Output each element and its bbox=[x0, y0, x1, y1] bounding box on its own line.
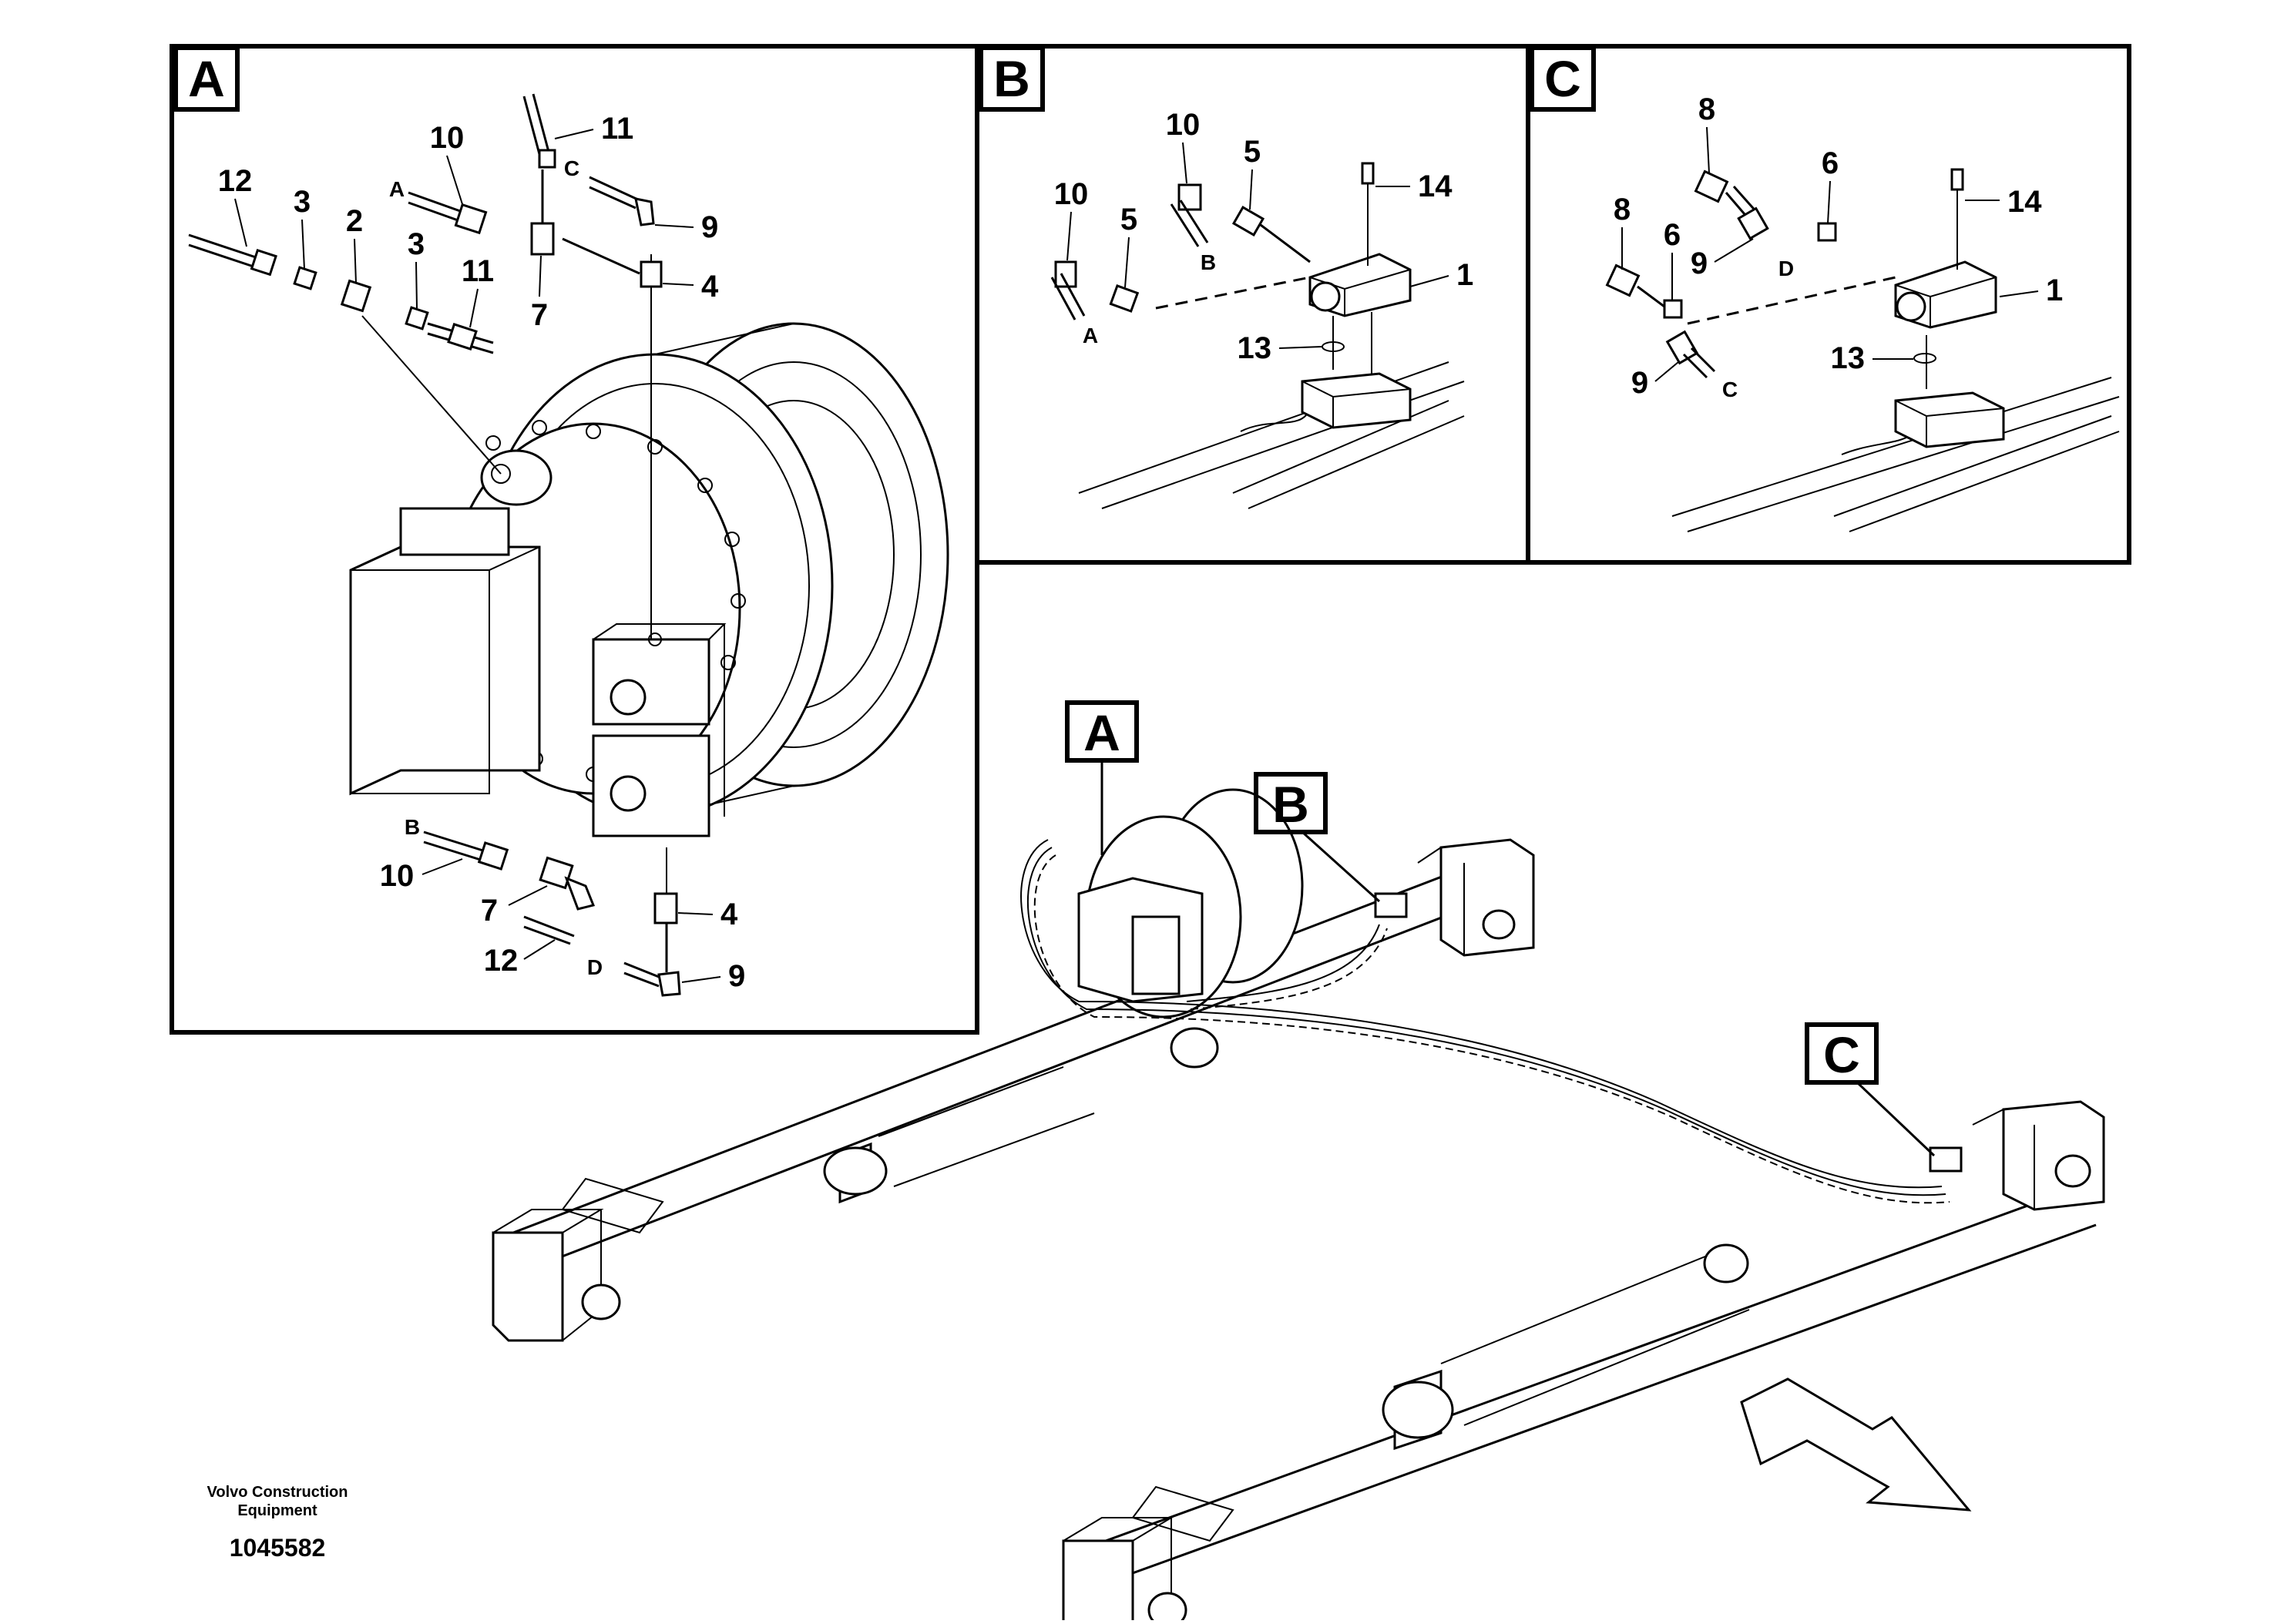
panel-b-drawing bbox=[1050, 162, 1465, 509]
callout-10: 10 bbox=[1166, 108, 1201, 142]
panel-b-callouts: 10 5 10 5 14 1 13 B A bbox=[1054, 108, 1474, 365]
overview-tag-b-box bbox=[1254, 772, 1328, 834]
callout-9: 9 bbox=[1631, 366, 1648, 400]
panel-c-drawing bbox=[1605, 168, 2120, 532]
port-letter-b: B bbox=[405, 815, 420, 839]
lower-fittings bbox=[423, 830, 681, 997]
panel-a-label: A bbox=[188, 50, 225, 107]
callout-10: 10 bbox=[430, 121, 465, 155]
callout-12: 12 bbox=[484, 944, 519, 978]
travel-motor-drawing bbox=[349, 254, 949, 894]
callout-10: 10 bbox=[380, 859, 415, 893]
callout-9: 9 bbox=[728, 959, 745, 993]
callout-1: 1 bbox=[2046, 273, 2063, 307]
port-letter-d: D bbox=[587, 955, 603, 979]
callout-5: 5 bbox=[1120, 203, 1137, 237]
callout-12: 12 bbox=[218, 164, 253, 198]
panel-c-callouts: 8 6 14 8 6 9 1 13 9 D C bbox=[1614, 92, 2063, 401]
port-letter-a: A bbox=[1083, 324, 1098, 347]
port-letter-c: C bbox=[1722, 377, 1738, 401]
detail-panel-b: B 10 5 bbox=[975, 44, 1530, 565]
overview-tag-a: A bbox=[1083, 704, 1120, 761]
panel-a-label-box bbox=[173, 45, 240, 112]
detail-panel-a: A bbox=[170, 44, 979, 1035]
callout-2: 2 bbox=[346, 204, 363, 238]
panel-c-label-box bbox=[1530, 45, 1596, 112]
port-letter-c: C bbox=[564, 156, 579, 180]
callout-13: 13 bbox=[1238, 331, 1272, 365]
undercarriage-overview: A B C bbox=[492, 700, 2105, 1624]
callout-6: 6 bbox=[1664, 218, 1681, 252]
callout-13: 13 bbox=[1831, 341, 1866, 375]
callout-14: 14 bbox=[1418, 169, 1453, 203]
callout-1: 1 bbox=[1456, 258, 1473, 292]
callout-8: 8 bbox=[1614, 193, 1631, 226]
callout-5: 5 bbox=[1244, 135, 1261, 169]
overview-tag-c: C bbox=[1823, 1026, 1860, 1083]
callout-7: 7 bbox=[481, 894, 498, 928]
callout-14: 14 bbox=[2007, 185, 2042, 219]
company-name-line1: Volvo Construction bbox=[207, 1484, 348, 1501]
callout-4: 4 bbox=[720, 898, 738, 931]
callout-9: 9 bbox=[1691, 247, 1708, 280]
callout-10: 10 bbox=[1054, 177, 1089, 211]
detail-panel-c: C 8 6 bbox=[1526, 44, 2131, 565]
port-letter-d: D bbox=[1778, 257, 1794, 280]
callout-6: 6 bbox=[1822, 146, 1839, 180]
callout-8: 8 bbox=[1698, 92, 1715, 126]
drawing-number: 1045582 bbox=[229, 1534, 326, 1562]
panel-b-label-box bbox=[979, 45, 1045, 112]
port-letter-a: A bbox=[389, 177, 405, 201]
callout-11: 11 bbox=[601, 112, 633, 146]
callout-11: 11 bbox=[462, 254, 494, 288]
company-name-line2: Equipment bbox=[237, 1502, 317, 1519]
callout-9: 9 bbox=[701, 210, 718, 244]
direction-arrow bbox=[1740, 1377, 1972, 1512]
overview-tag-b: B bbox=[1272, 776, 1309, 833]
callout-3: 3 bbox=[294, 185, 311, 219]
panel-a-callouts: 12 3 2 3 11 10 11 9 7 4 10 7 12 bbox=[218, 112, 746, 993]
panel-b-label: B bbox=[993, 50, 1030, 107]
callout-7: 7 bbox=[531, 298, 548, 332]
upper-fittings bbox=[188, 93, 663, 354]
panel-c-label: C bbox=[1544, 50, 1581, 107]
overview-tag-c-box bbox=[1805, 1022, 1879, 1085]
port-letter-b: B bbox=[1201, 250, 1216, 274]
panel-c-frame bbox=[1526, 44, 2131, 565]
callout-4: 4 bbox=[701, 270, 719, 304]
footer: Volvo Construction Equipment 1045582 bbox=[170, 1483, 385, 1562]
callout-3: 3 bbox=[408, 227, 425, 261]
